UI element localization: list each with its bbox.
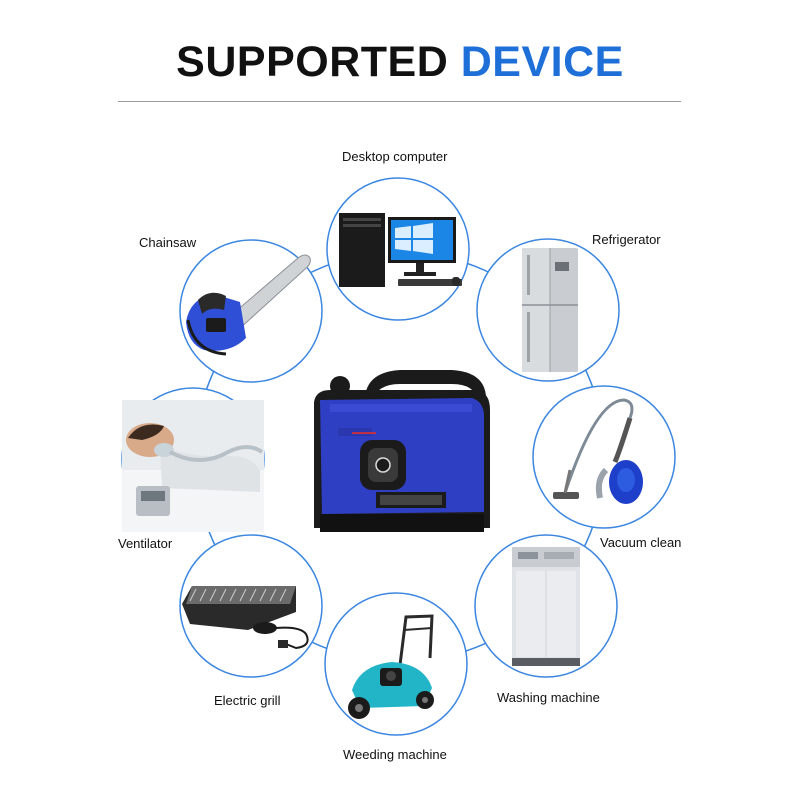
device-vacuum [532, 385, 676, 529]
inverter-generator-icon: ▬▬▬▬ [314, 370, 490, 532]
label-grill: Electric grill [214, 693, 281, 708]
ventilator-icon [122, 400, 264, 532]
label-weeding: Weeding machine [343, 747, 447, 762]
label-vacuum: Vacuum clean [600, 535, 682, 550]
device-desktop [326, 177, 470, 321]
title-part-1: SUPPORTED [176, 38, 461, 86]
lawn-mower-icon [348, 614, 434, 719]
page-title: SUPPORTED DEVICE [0, 38, 800, 87]
device-grill [179, 534, 323, 678]
device-washing [474, 534, 618, 678]
device-ventilator [121, 387, 265, 532]
label-chainsaw: Chainsaw [139, 235, 197, 250]
chainsaw-icon [186, 254, 311, 356]
vacuum-cleaner-icon [553, 398, 643, 504]
device-refrigerator [476, 238, 620, 382]
label-washing: Washing machine [497, 690, 600, 705]
label-refrigerator: Refrigerator [592, 232, 661, 247]
label-ventilator: Ventilator [118, 536, 173, 551]
title-part-2: DEVICE [460, 38, 624, 86]
desktop-computer-icon [339, 213, 462, 287]
svg-text:▬▬▬▬: ▬▬▬▬ [352, 430, 376, 436]
title-divider [118, 101, 681, 102]
center-generator: ▬▬▬▬ [314, 370, 490, 532]
device-weeding [324, 592, 468, 736]
device-chainsaw [179, 239, 323, 383]
label-desktop: Desktop computer [342, 149, 448, 164]
electric-grill-icon [182, 586, 309, 650]
washing-machine-icon [512, 547, 580, 666]
refrigerator-icon [522, 248, 578, 372]
